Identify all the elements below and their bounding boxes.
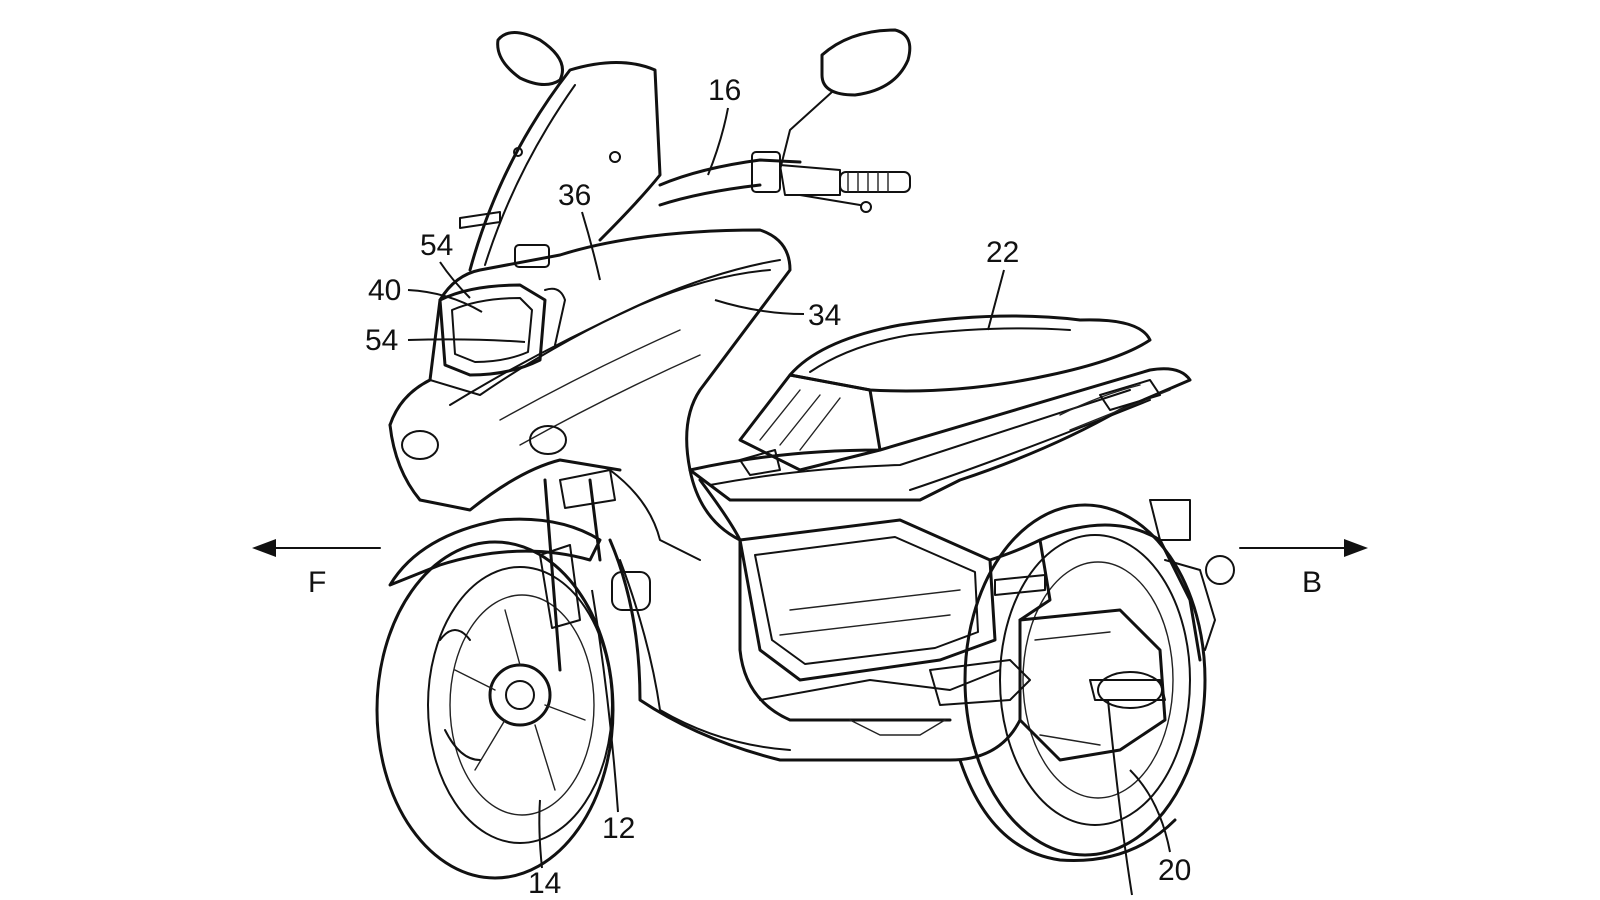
front-cowl bbox=[388, 228, 792, 561]
ref-22: 22 bbox=[986, 236, 1019, 331]
svg-text:14: 14 bbox=[528, 867, 561, 900]
back-direction-arrow bbox=[1239, 539, 1368, 557]
ref-40: 40 bbox=[368, 274, 483, 313]
ref-16: 16 bbox=[707, 74, 741, 176]
svg-text:40: 40 bbox=[368, 274, 401, 307]
front-fender bbox=[388, 517, 602, 587]
svg-text:34: 34 bbox=[808, 299, 841, 332]
rear-fender bbox=[1038, 499, 1235, 662]
ref-36: 36 bbox=[558, 179, 601, 281]
seat bbox=[738, 314, 1152, 472]
ref-54-upper: 54 bbox=[420, 229, 471, 299]
ref-14: 14 bbox=[528, 799, 561, 900]
ref-20: 20 bbox=[1107, 699, 1191, 896]
ref-54-lower: 54 bbox=[365, 324, 526, 357]
svg-text:22: 22 bbox=[986, 236, 1019, 269]
front-direction-label: F bbox=[308, 566, 326, 599]
svg-text:54: 54 bbox=[365, 324, 398, 357]
ref-34: 34 bbox=[714, 299, 841, 332]
svg-text:20: 20 bbox=[1158, 854, 1191, 887]
svg-text:16: 16 bbox=[708, 74, 741, 107]
svg-text:36: 36 bbox=[558, 179, 591, 212]
windscreen bbox=[468, 61, 662, 272]
front-wheel bbox=[375, 540, 615, 880]
left-mirror bbox=[496, 31, 564, 86]
right-mirror bbox=[779, 28, 912, 171]
rear-swing-arm bbox=[1018, 608, 1167, 762]
rear-wheel bbox=[958, 503, 1207, 862]
back-direction-label: B bbox=[1302, 566, 1322, 599]
ref-12: 12 bbox=[591, 589, 635, 845]
svg-text:54: 54 bbox=[420, 229, 453, 262]
svg-text:12: 12 bbox=[602, 812, 635, 845]
rear-body bbox=[688, 367, 1192, 502]
front-direction-arrow bbox=[252, 539, 381, 557]
body-panels bbox=[608, 478, 1052, 762]
front-fork bbox=[539, 469, 616, 672]
